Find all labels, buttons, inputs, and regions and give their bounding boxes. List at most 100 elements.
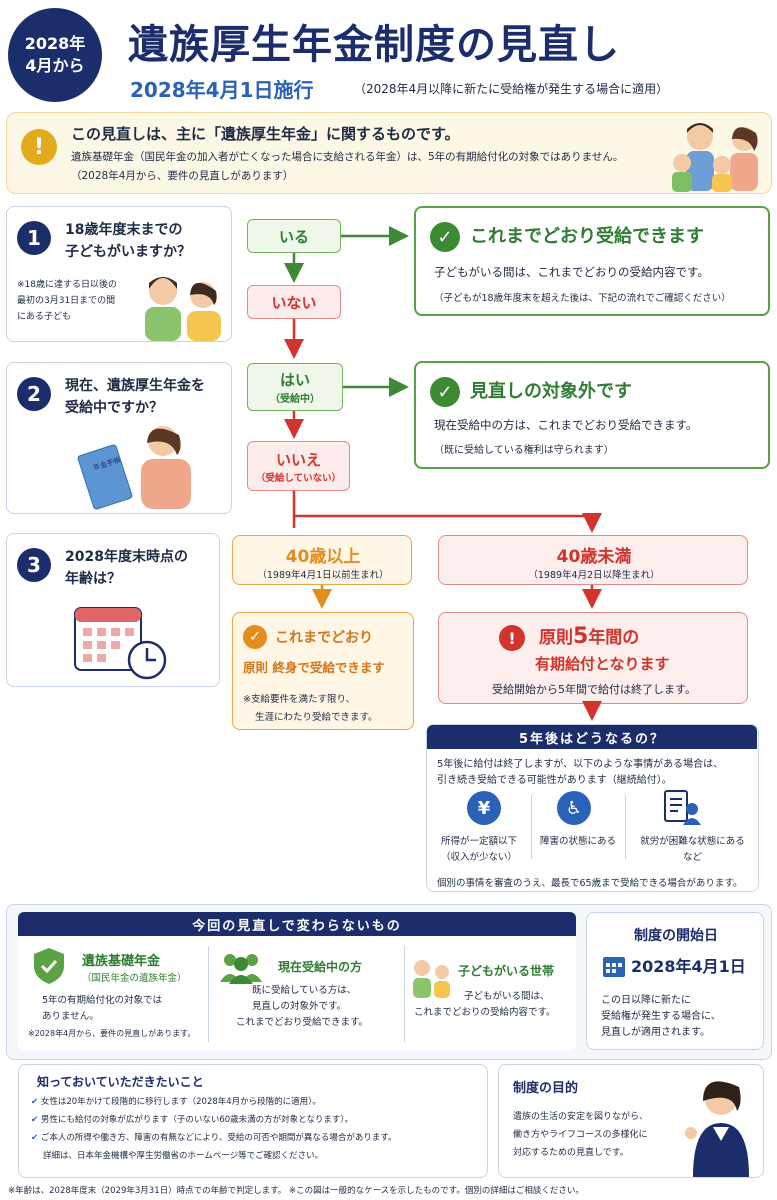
result-exempt-title: 見直しの対象外です [470,381,632,402]
badge-year: 2028年 [24,34,86,54]
check-icon: ✓ [430,222,460,252]
question-2-line2: 受給中ですか？ [65,400,163,416]
question-3-card: 3 2028年度末時点の 年齢は？ [6,533,220,687]
children-illustration [145,277,221,341]
question-2-number: 2 [17,377,51,411]
wheelchair-icon: ♿ [557,791,591,825]
unchanged-basic-line2: ありません。 [42,1011,99,1022]
question-1-note3: にある子ども [17,312,72,322]
unchanged-basic-title: 遺族基礎年金 [82,954,161,969]
answer-not-receiving: いいえ （受給していない） [247,441,350,491]
question-1-card: 1 18歳年度末までの 子どもがいますか？ ※18歳に達する日以後の 最初の3月… [6,206,232,342]
shield-icon [34,948,64,984]
purpose-line2: 働き方やライフコースの多様化に [513,1130,648,1140]
note-item-3: ✔ ご本人の所得や働き方、障害の有無などにより、受給の可否や期間が異なる場合があ… [31,1131,396,1143]
note-item-1: ✔ 女性は20年かけて段階的に移行します（2028年4月から段階的に適用）。 [31,1095,321,1107]
lifetime-result-line: 原則 終身で受給できます [243,660,385,675]
after-five-years-footer: 個別の事情を審査のうえ、最長で65歳まで受給できる場合があります。 [437,878,743,889]
alert-icon: ! [499,625,525,651]
after-five-years-line1: 5年後に給付は終了しますが、以下のような事情がある場合は、 [437,759,724,770]
age-over-40-sub: （1989年4月1日以前生まれ） [257,570,389,581]
divider [404,946,405,1042]
condition-income-line1: 所得が一定額以下 [440,836,517,847]
answer-not-receiving-sub: （受給していない） [255,472,342,484]
family-illustration [672,123,758,192]
start-date-line1: この日以降に新たに [601,995,691,1006]
five-year-title-a: 原則 [539,628,573,648]
unchanged-current-line2: 見直しの対象外です。 [252,1001,347,1012]
question-1-note2: 最初の3月31日までの間 [17,296,116,306]
result-exempt-line2: （既に受給している権利は守られます） [434,445,614,456]
note-item-2: ✔ 男性にも給付の対象が広がります（子のいない60歳未満の方が対象となります）。 [31,1113,353,1125]
people-group-icon [220,954,262,984]
notice-box: ! この見直しは、主に「遺族厚生年金」に関するものです。 遺族基礎年金（国民年金… [6,112,772,194]
result-continue-card: ✓ これまでどおり受給できます 子どもがいる間は、これまでどおりの受給内容です。… [414,206,770,316]
start-date-line3: 見直しが適用されます。 [601,1027,710,1038]
check-icon-3: ✓ [243,625,267,649]
purpose-card: 制度の目的 遺族の生活の安定を図りながら、 働き方やライフコースの多様化に 対応… [498,1064,764,1178]
question-1-number: 1 [17,221,51,255]
note-item-4: 詳細は、日本年金機構や厚生労働省のホームページ等でご確認ください。 [43,1151,324,1161]
after-five-years-line2: 引き続き受給できる可能性があります（継続給付）。 [437,775,672,786]
answer-yes-receiving-label: はい [279,371,310,389]
five-year-result-title2: 有期給付となります [535,655,670,673]
question-3-number: 3 [17,548,51,582]
pension-book-illustration [77,426,191,510]
unchanged-section: 今回の見直しで変わらないもの 遺族基礎年金 （国民年金の遺族年金） 5年の有期給… [18,912,576,1050]
start-date-line2: 受給権が発生する場合に、 [601,1011,721,1022]
unchanged-current-line1: 既に受給している方は、 [252,985,357,996]
notice-headline: この見直しは、主に「遺族厚生年金」に関するものです。 [71,125,460,143]
lifetime-result-card: ✓ これまでどおり 原則 終身で受給できます ※支給要件を満たす限り、 生涯にわ… [232,612,414,730]
notice-line2: （2028年4月から、要件の見直しがあります） [71,170,294,182]
unchanged-children-line2: これまでどおりの受給内容です。 [414,1007,556,1018]
result-continue-title: これまでどおり受給できます [470,226,704,247]
purpose-line3: 対応するための見直しです。 [513,1148,629,1158]
unchanged-basic-note: ※2028年4月から、要件の見直しがあります。 [28,1029,196,1038]
lifetime-note1: ※支給要件を満たす限り、 [243,694,356,705]
notice-line1: 遺族基礎年金（国民年金の加入者が亡くなった場合に支給される年金）は、5年の有期給… [71,151,624,163]
answer-yes-label: いる [278,227,309,246]
divider [531,795,532,859]
age-under-40-label: 40歳未満 [556,547,632,567]
question-3-line1: 2028年度末時点の [65,549,188,565]
check-icon: ✔ [31,1115,41,1125]
unchanged-basic-line1: 5年の有期給付化の対象では [42,995,163,1006]
result-exempt-line1: 現在受給中の方は、これまでどおり受給できます。 [434,418,698,432]
start-date-value: 2028年4月1日 [631,957,746,976]
five-year-result-line: 受給開始から5年間で給付は終了します。 [492,683,696,696]
calendar-icon [603,957,625,977]
divider [625,795,626,859]
age-over-40-label: 40歳以上 [285,547,361,567]
check-icon: ✔ [31,1097,41,1107]
start-date-title: 制度の開始日 [634,928,718,944]
question-1-line1: 18歳年度末までの [65,222,183,238]
yen-icon: ¥ [467,791,501,825]
answer-yes-receiving: はい （受給中） [247,363,343,411]
condition-disability: 障害の状態にある [539,836,616,847]
unchanged-title: 今回の見直しで変わらないもの [18,912,576,936]
effective-note: （2028年4月以降に新たに受給権が発生する場合に適用） [354,82,669,96]
result-continue-line2: （子どもが18歳年度末を超えた後は、下記の流れでご確認ください） [434,293,731,304]
effective-date: 2028年4月1日施行 [130,78,314,102]
five-year-title-b: 5 [573,624,589,649]
age-under-40-sub: （1989年4月2日以降生まれ） [528,570,660,581]
five-year-title-c: 年間の [588,628,640,648]
footer-note: ※年齢は、2028年度末（2029年3月31日）時点での年齢で判定します。 ※こ… [8,1186,584,1196]
purpose-line1: 遺族の生活の安定を図りながら、 [513,1112,649,1122]
start-date-badge: 2028年 4月から [8,8,102,102]
start-date-card: 制度の開始日 2028年4月1日 この日以降に新たに 受給権が発生する場合に、 … [586,912,764,1050]
answer-yes-has-child: いる [247,219,341,253]
answer-yes-receiving-sub: （受給中） [270,394,320,405]
age-under-40-box: 40歳未満 （1989年4月2日以降生まれ） [438,535,748,585]
question-1-line2: 子どもがいますか？ [65,244,191,260]
question-2-line1: 現在、遺族厚生年金を [65,378,205,394]
note-item-1-text: 女性は20年かけて段階的に移行します（2028年4月から段階的に適用）。 [40,1097,321,1107]
check-icon-2: ✓ [430,377,460,407]
check-icon: ✔ [31,1133,41,1143]
warning-icon: ! [21,129,57,165]
unchanged-current-line3: これまでどおり受給できます。 [236,1017,369,1028]
five-year-result-title: 原則5年間の [539,623,639,649]
after-five-years-title: 5年後はどうなるの？ [427,725,757,749]
unchanged-basic-sub: （国民年金の遺族年金） [82,973,187,984]
answer-no-child: いない [247,285,341,319]
